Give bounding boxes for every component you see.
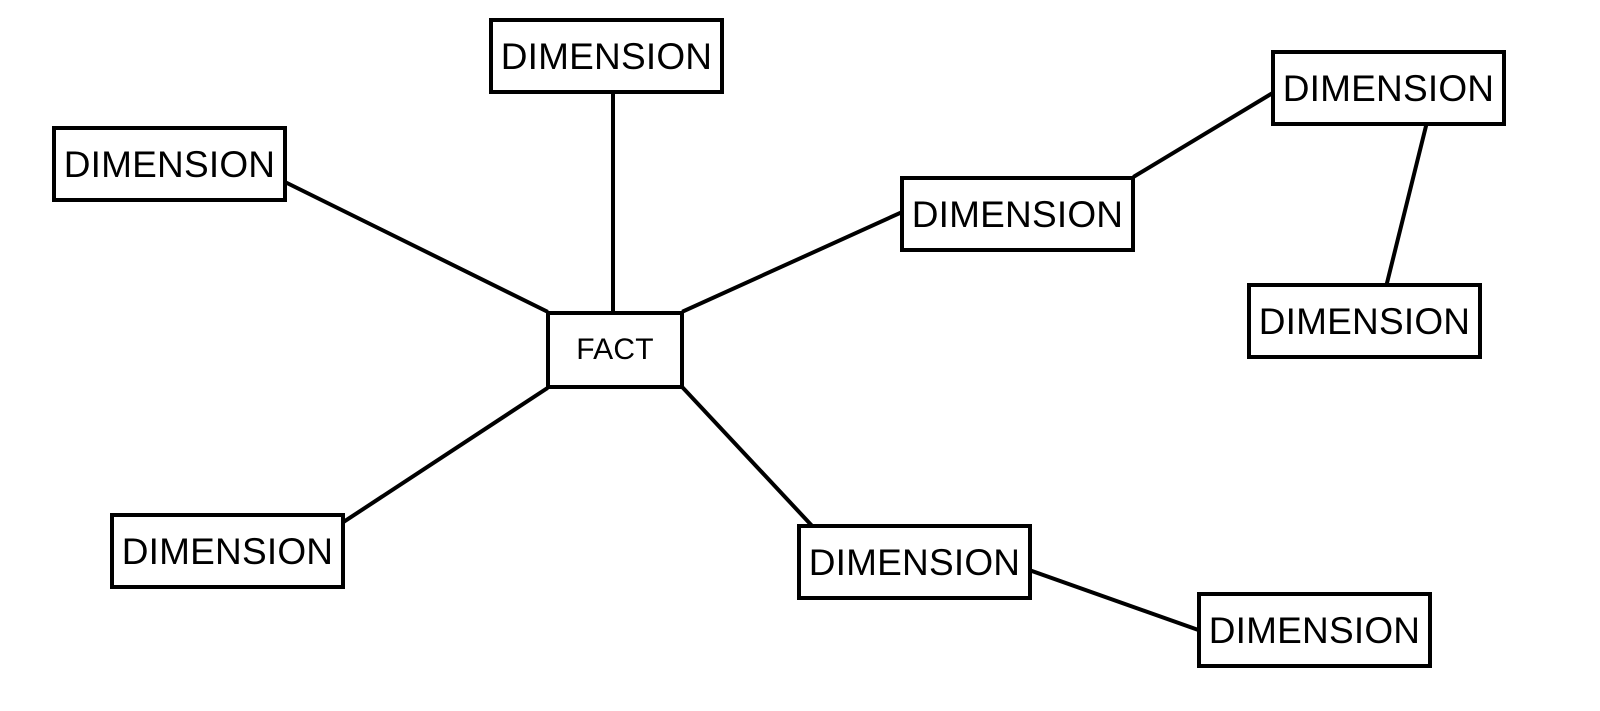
- connector-line: [1132, 91, 1274, 179]
- connector-line: [284, 180, 549, 314]
- dimension-table-node-dim_bot_mid[interactable]: DIMENSION: [797, 524, 1032, 600]
- node-label: DIMENSION: [121, 530, 334, 572]
- node-label: DIMENSION: [63, 143, 276, 185]
- connector-line: [1384, 123, 1429, 286]
- node-label: DIMENSION: [808, 541, 1021, 583]
- node-label: DIMENSION: [911, 193, 1124, 235]
- connector-line: [681, 386, 818, 532]
- dimension-table-node-dim_bot_right[interactable]: DIMENSION: [1197, 592, 1432, 668]
- dimension-table-node-dim_right_low[interactable]: DIMENSION: [1247, 283, 1482, 359]
- dimension-table-node-dim_left[interactable]: DIMENSION: [52, 126, 287, 202]
- connector-line: [1029, 568, 1224, 641]
- node-label: DIMENSION: [1282, 67, 1495, 109]
- connector-line: [681, 210, 903, 314]
- node-label: DIMENSION: [1258, 300, 1471, 342]
- dimension-table-node-dim_right_mid[interactable]: DIMENSION: [900, 176, 1135, 252]
- fact-table-node-fact[interactable]: FACT: [546, 311, 684, 389]
- node-label: FACT: [576, 333, 654, 366]
- dimension-table-node-dim_bot_left[interactable]: DIMENSION: [110, 513, 345, 589]
- node-label: DIMENSION: [1208, 609, 1421, 651]
- dimension-table-node-dim_top[interactable]: DIMENSION: [489, 18, 724, 94]
- node-label: DIMENSION: [500, 35, 713, 77]
- connector-line: [342, 386, 549, 524]
- dimension-table-node-dim_right_top[interactable]: DIMENSION: [1271, 50, 1506, 126]
